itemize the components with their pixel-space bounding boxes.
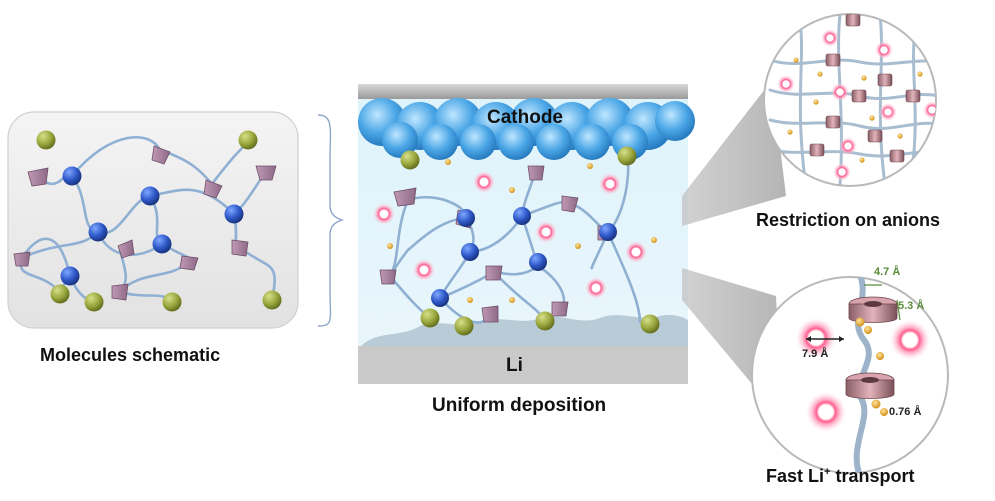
uniform-deposition-label: Uniform deposition [432, 395, 607, 416]
battery-cell [358, 84, 695, 384]
cell-li-ions [387, 159, 657, 303]
restriction-on-anions-label: Restriction on anions [756, 210, 941, 230]
restriction-anions [777, 29, 936, 181]
transport-anions [796, 318, 930, 432]
dimension-markers [864, 284, 901, 321]
crown-ether-units [13, 145, 277, 301]
cell-node-spheres [431, 207, 617, 307]
transport-crown-ethers [845, 296, 898, 399]
transport-li-ions [855, 317, 888, 416]
molecules-schematic-label: Molecules schematic [40, 345, 221, 365]
cell-end-spheres [400, 146, 660, 336]
cell-anions [373, 171, 647, 299]
cathode-label: Cathode [487, 107, 563, 128]
crown-ether-upper [848, 296, 898, 323]
restriction-zoom-circle [763, 13, 937, 187]
fast-transport-suffix: transport [830, 466, 915, 486]
lithium-anode-plate [358, 346, 688, 384]
fast-transport-prefix: Fast Li [766, 466, 825, 486]
dim-gap-label: 7.9 Å [802, 348, 829, 360]
dim-side-label: 5.3 Å [898, 300, 925, 312]
dim-top-label: 4.7 Å [874, 266, 901, 278]
cathode-plate [358, 84, 688, 99]
li-anode-label: Li [506, 355, 523, 376]
fast-transport-label: Fast Li+ transport [766, 466, 914, 487]
chain-end-spheres [36, 130, 282, 312]
zoom-funnel-top [682, 80, 786, 226]
grouping-brace [317, 114, 345, 327]
cathode-particles [358, 98, 695, 160]
molecules-schematic-panel [7, 111, 299, 329]
restriction-li-ions [787, 57, 923, 163]
transport-zoom-circle [751, 276, 949, 474]
network-node-spheres [60, 166, 244, 286]
lithium-deposit-layer [362, 314, 688, 348]
crown-ether-lower [845, 372, 895, 399]
dim-ion-label: 0.76 Å [889, 406, 922, 418]
fast-transport-sup: + [824, 466, 831, 478]
restriction-crowns [809, 14, 921, 163]
